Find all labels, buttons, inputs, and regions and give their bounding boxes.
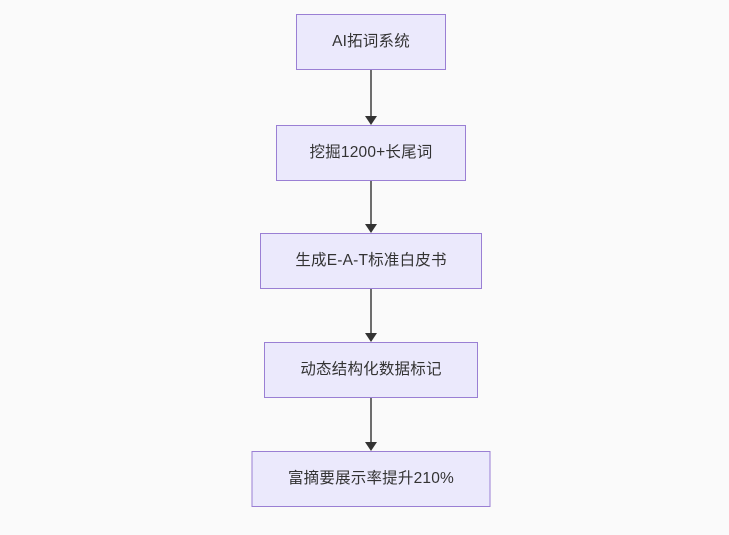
flow-node-label: AI拓词系统 xyxy=(332,33,410,51)
flow-node-label: 动态结构化数据标记 xyxy=(300,361,442,379)
connector-line xyxy=(370,181,372,224)
arrowhead-icon xyxy=(365,442,377,451)
flow-node-mine-longtail-keywords[interactable]: 挖掘1200+长尾词 xyxy=(276,125,466,181)
arrowhead-icon xyxy=(365,333,377,342)
arrowhead-icon xyxy=(365,224,377,233)
connector-n1-n2 xyxy=(364,70,378,125)
connector-line xyxy=(370,398,372,442)
flow-node-label: 生成E-A-T标准白皮书 xyxy=(295,252,447,270)
connector-n3-n4 xyxy=(364,289,378,342)
arrowhead-icon xyxy=(365,116,377,125)
connector-n4-n5 xyxy=(364,398,378,451)
flow-node-label: 挖掘1200+长尾词 xyxy=(309,144,433,162)
connector-n2-n3 xyxy=(364,181,378,233)
flow-node-ai-keyword-system[interactable]: AI拓词系统 xyxy=(296,14,446,70)
connector-line xyxy=(370,70,372,116)
connector-line xyxy=(370,289,372,333)
flow-node-label: 富摘要展示率提升210% xyxy=(287,470,455,488)
flow-node-generate-eat-whitepaper[interactable]: 生成E-A-T标准白皮书 xyxy=(260,233,482,289)
flow-node-rich-snippet-impression-uplift[interactable]: 富摘要展示率提升210% xyxy=(251,451,491,507)
flow-node-dynamic-structured-data-markup[interactable]: 动态结构化数据标记 xyxy=(264,342,478,398)
